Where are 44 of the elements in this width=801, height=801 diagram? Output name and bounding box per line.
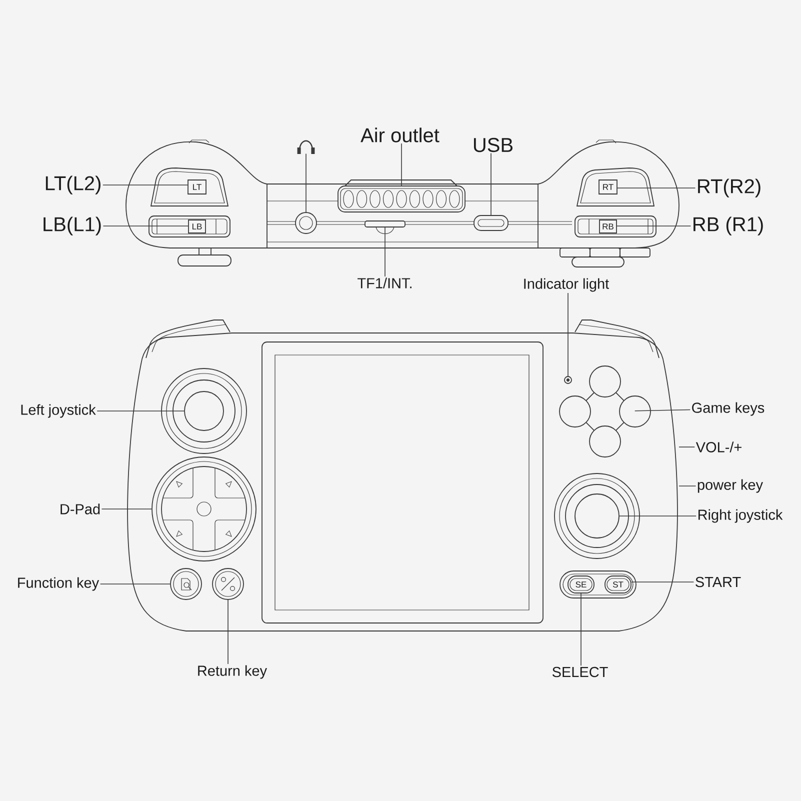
part-label: Right joystick xyxy=(698,509,783,523)
leader-line xyxy=(634,409,691,412)
headphone-jack xyxy=(295,212,317,234)
bumper-button: RB xyxy=(574,216,656,238)
part-label: RB (R1) xyxy=(694,216,763,236)
face-buttons xyxy=(559,366,651,458)
part-label: power key xyxy=(698,479,763,493)
function-button xyxy=(170,568,202,600)
leader-line xyxy=(384,227,386,277)
part-label: Game keys xyxy=(692,402,764,416)
usb-port xyxy=(474,215,508,231)
part-label: Function key xyxy=(18,577,100,591)
part-label: LT(L2) xyxy=(46,176,100,194)
part-label: USB xyxy=(474,138,512,152)
part-label: Return key xyxy=(198,665,268,679)
trigger-button: RT xyxy=(576,168,654,206)
part-label: TF1/INT. xyxy=(358,278,412,288)
leader-line xyxy=(678,446,696,448)
part-label: RT(R2) xyxy=(698,178,760,198)
select-button: SE xyxy=(568,576,594,594)
part-label: Indicator light xyxy=(524,278,609,292)
air-vent xyxy=(338,180,466,212)
part-label: Air outlet xyxy=(360,128,440,142)
card-slot xyxy=(364,220,406,234)
joystick xyxy=(161,368,247,454)
part-label: SELECT xyxy=(552,666,608,678)
trigger-button: LT xyxy=(150,168,228,206)
part-label: LB(L1) xyxy=(44,216,101,236)
leader-line xyxy=(580,593,582,666)
leader-line xyxy=(490,152,492,216)
bumper-button: LB xyxy=(148,216,230,238)
leader-line xyxy=(101,508,152,510)
part-label: START xyxy=(696,576,741,588)
leader-line xyxy=(401,143,402,186)
joystick xyxy=(554,473,640,559)
return-button xyxy=(212,568,244,600)
headphone-icon xyxy=(297,140,315,154)
part-label: VOL-/+ xyxy=(696,442,742,452)
leader-line xyxy=(96,410,184,412)
d-pad xyxy=(152,456,256,562)
part-label: D-Pad xyxy=(60,504,100,514)
start-button: ST xyxy=(604,576,632,594)
leader-line xyxy=(102,184,188,186)
part-label: Left joystick xyxy=(21,404,96,418)
